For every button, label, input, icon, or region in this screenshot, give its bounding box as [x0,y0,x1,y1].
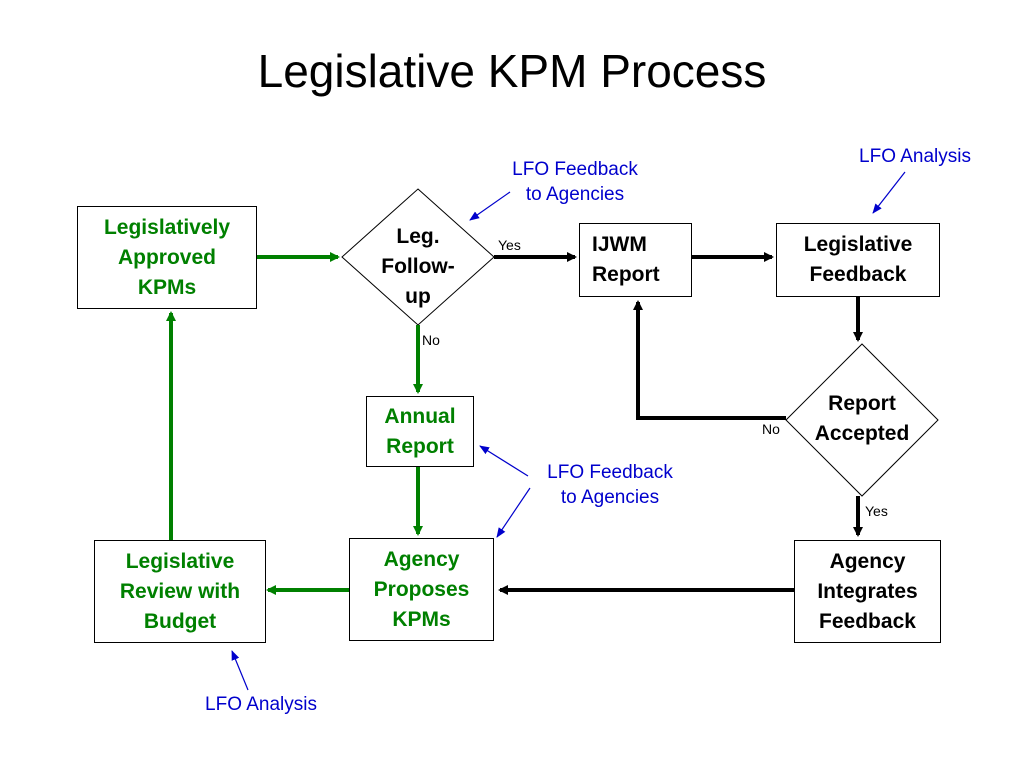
pointer-lfo-feedback-top [469,191,511,221]
edge-label-accepted-no: No [762,421,780,437]
annotation-lfo-feedback-mid: LFO Feedback to Agencies [547,462,673,508]
node-legislatively-approved-kpms: Legislatively Approved KPMs [77,206,257,309]
page-title: Legislative KPM Process [257,45,767,97]
node-legislative-feedback: Legislative Feedback [776,223,940,297]
annotation-lfo-feedback-top: LFO Feedback to Agencies [512,159,638,205]
pointer-lfo-feedback-mid-a [479,445,529,477]
edge-label-followup-no: No [422,332,440,348]
node-ijwm-report: IJWM Report [579,223,692,297]
edge-label-followup-yes: Yes [498,237,521,253]
node-leg-followup: Leg. Follow- up [381,225,455,308]
pointer-lfo-feedback-mid-b [496,487,531,538]
report-accepted-decision [785,343,939,497]
node-report-accepted: Report Accepted [814,392,910,445]
annotation-lfo-analysis-top: LFO Analysis [859,146,971,167]
pointer-lfo-analysis-top [872,171,906,214]
edge-label-accepted-yes: Yes [865,503,888,519]
node-annual-report: Annual Report [366,396,474,467]
node-agency-integrates-feedback: Agency Integrates Feedback [794,540,941,643]
node-agency-proposes-kpms: Agency Proposes KPMs [349,538,494,641]
node-legislative-review-with-budget: Legislative Review with Budget [94,540,266,643]
arrow-accepted-no-to-ijwm [633,300,786,420]
annotation-lfo-analysis-bottom: LFO Analysis [205,694,317,715]
pointer-lfo-analysis-bottom [231,650,249,691]
